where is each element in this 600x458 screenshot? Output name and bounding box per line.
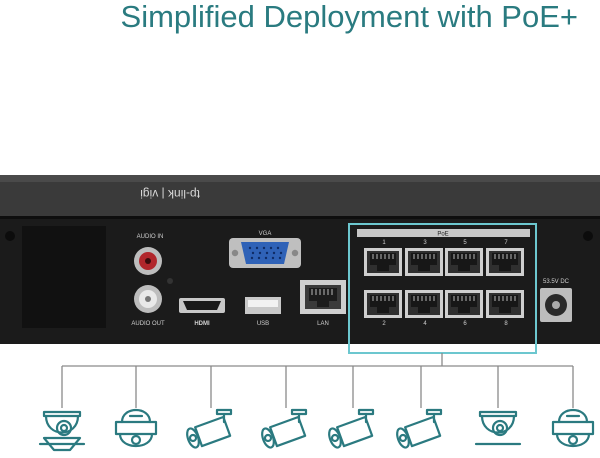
bullet-camera-icon <box>186 408 233 449</box>
bullet-camera-icon <box>261 408 308 449</box>
dome-camera-icon <box>38 410 86 452</box>
connection-lines <box>61 353 574 408</box>
poe-port-number: 7 <box>504 240 508 246</box>
bullet-camera-icon <box>328 408 375 449</box>
poe-port-number: 4 <box>423 321 427 327</box>
poe-port <box>445 248 483 276</box>
audio-out-label: AUDIO OUT <box>131 321 165 327</box>
poe-port <box>364 248 402 276</box>
poe-port-number: 3 <box>423 240 427 246</box>
dome-camera-icon <box>474 410 522 446</box>
poe-port-number: 6 <box>463 321 467 327</box>
screw <box>5 231 15 241</box>
hdmi-label: HDMI <box>194 321 210 327</box>
poe-port-number: 2 <box>382 321 386 327</box>
bullet-camera-icon <box>396 408 443 449</box>
poe-header <box>357 229 530 237</box>
poe-port <box>486 290 524 318</box>
screw <box>583 231 593 241</box>
poe-port-number: 8 <box>504 321 508 327</box>
audio-in-label: AUDIO IN <box>137 234 164 240</box>
poe-port <box>364 290 402 318</box>
headline: Simplified Deployment with PoE+ <box>120 0 578 34</box>
poe-port <box>445 290 483 318</box>
poe-port <box>405 248 443 276</box>
poe-port-number: 1 <box>382 240 386 246</box>
vga-label: VGA <box>259 231 272 237</box>
poe-port <box>486 248 524 276</box>
ptz-dome-camera-icon <box>114 408 158 448</box>
ptz-dome-camera-icon <box>551 408 595 448</box>
usb-label: USB <box>257 321 269 327</box>
lan-label: LAN <box>317 321 329 327</box>
dc-label: 53.5V DC <box>543 279 570 285</box>
poe-port-number: 5 <box>463 240 467 246</box>
chassis-top <box>0 175 600 216</box>
poe-port <box>405 290 443 318</box>
poe-label: PoE <box>437 232 448 238</box>
brand-logo: tp-link | vigi <box>140 187 200 201</box>
blank-plate <box>22 226 106 328</box>
